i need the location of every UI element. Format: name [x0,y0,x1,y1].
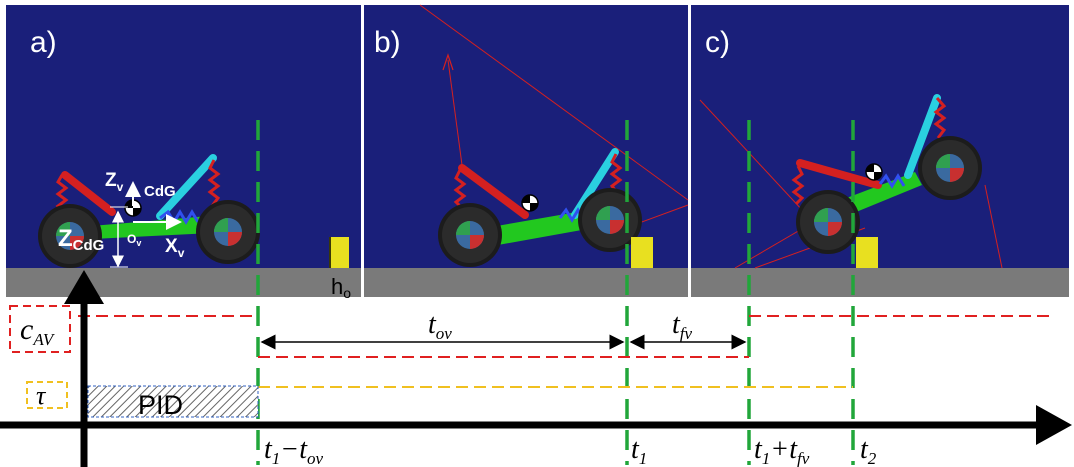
panel-c-front-wheel [918,136,982,200]
panel-b-cdg-marker [521,194,539,212]
panel-b-trace-1 [419,4,689,201]
panel-a: a) Zv CdG ZCdG Ov Xv ho [6,5,361,301]
timeline: PID cAV τ tov tfv t1−tov t1 t1+tfv t2 [0,270,1072,467]
panel-c: c) [691,5,1069,297]
panel-a-chassis [68,214,232,240]
panel-b-rear-wheel [438,203,502,267]
panel-b-ground [364,268,688,297]
panel-c-label: c) [705,26,730,59]
panel-a-zcdg-label: ZCdG [58,225,104,254]
panel-a-label: a) [30,26,57,59]
panel-a-rear-arm [61,171,116,216]
tick-t1-plus-tfv: t1+tfv [754,434,810,467]
tau-label: τ [36,381,47,410]
panel-c-background [691,5,1069,297]
panel-c-obstacle [856,237,878,268]
panel-b-front-arm [571,148,619,219]
pid-label: PID [138,390,183,420]
panel-a-xv-label: Xv [165,236,185,260]
panel-c-cdg-marker [865,163,883,181]
panel-a-obstacle [329,237,349,268]
tick-t1: t1 [631,434,647,467]
tau-legend-box [26,381,68,409]
panel-b-trace-2 [447,59,463,166]
panel-b-obstacle [631,237,653,268]
panel-b: b) [364,4,689,297]
panel-a-damper [159,209,200,225]
panel-a-ground [6,268,361,297]
c-av-signal [78,315,1050,358]
panel-a-cdg-label: CdG [144,183,176,200]
pid-block [87,385,259,418]
c-av-legend-box [9,305,71,353]
panel-c-rear-arm [796,159,882,189]
time-axis-arrowhead [1036,405,1072,445]
panel-c-front-arm [904,94,941,179]
panel-c-rear-wheel [796,190,860,254]
panel-b-label: b) [374,26,401,59]
c-av-label: cAV [20,313,56,349]
panel-c-ground [691,268,1069,297]
panel-a-ho-label: ho [331,274,351,301]
vertical-axis-arrowhead [64,270,104,304]
t-fv-label: tfv [672,309,693,343]
panel-a-front-wheel [196,200,260,264]
t-ov-label: tov [428,309,452,343]
tick-t1-minus-tov: t1−tov [264,434,323,467]
panel-a-front-arm [156,154,217,220]
panel-a-front-spring [207,159,221,207]
tick-t2: t2 [860,434,877,467]
panel-a-ov-label: Ov [127,232,141,248]
panel-b-rear-arm [458,164,529,219]
panel-a-zv-label: Zv [105,170,124,194]
